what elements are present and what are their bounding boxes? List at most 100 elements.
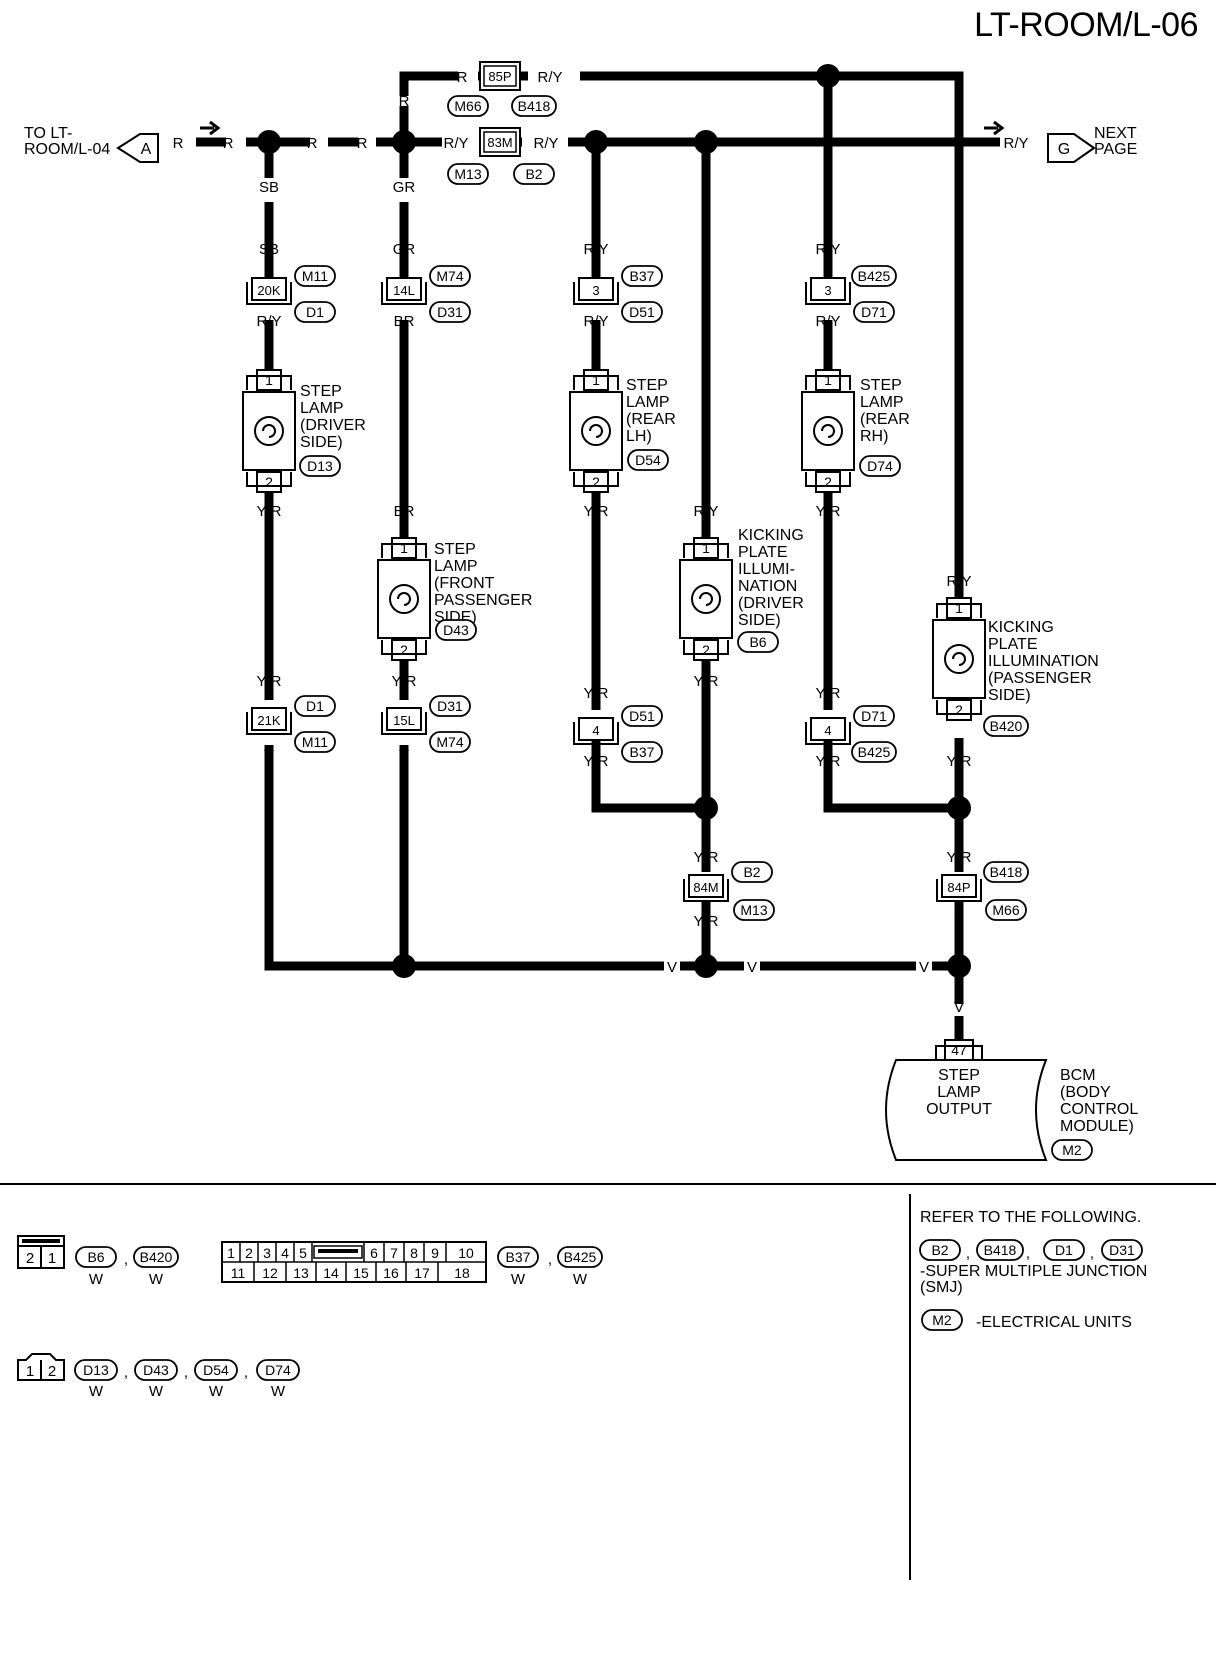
step-lamp-driver-label-line: STEP xyxy=(300,383,342,400)
from-ref-line1: TO LT- xyxy=(24,125,72,142)
next-ref-line1: NEXT xyxy=(1094,125,1137,142)
connector-4-rh-badge-b xyxy=(851,741,897,763)
bcm-label-line: (BODY xyxy=(1060,1084,1111,1101)
connector-14l-badge-b-text: D31 xyxy=(437,304,463,320)
legend-color: W xyxy=(511,1271,526,1288)
badge-d43-text: D43 xyxy=(443,622,469,638)
wire-top-bus xyxy=(399,71,964,598)
connector-4-rh-pin-box xyxy=(810,717,846,741)
step-lamp-front-passenger-pin2: 2 xyxy=(400,642,408,658)
connector-4-lh-badge-a xyxy=(621,705,663,727)
junction-85p-label: 85P xyxy=(488,69,511,84)
connector-3-rh-label: 3 xyxy=(824,283,831,298)
badge-d43 xyxy=(435,619,477,641)
wire-color-yr: Y/R xyxy=(693,673,718,690)
badge-b2-text: B2 xyxy=(743,864,760,880)
wire-color-v: V xyxy=(919,959,929,976)
connector-4-lh-badge-b-text: B37 xyxy=(630,744,655,760)
refer-badge-smj xyxy=(976,1239,1024,1261)
step-lamp-front-passenger-label-line: STEP xyxy=(434,541,476,558)
legend-pin: 2 xyxy=(245,1245,253,1261)
kicking-plate-driver-label-line: SIDE) xyxy=(738,612,781,629)
wire-v-return-left xyxy=(264,745,966,971)
legend-badge-b425-text: B425 xyxy=(564,1249,597,1265)
badge-b420-text: B420 xyxy=(990,718,1023,734)
connector-21k-badge-b-text: M11 xyxy=(302,734,328,750)
next-ref-line2: PAGE xyxy=(1094,141,1137,158)
legend-badge-d54 xyxy=(194,1359,238,1381)
connector-3-lh-badge-b xyxy=(621,301,663,323)
wire-rh-join xyxy=(823,740,959,813)
wire-color-ry: R/Y xyxy=(946,573,971,590)
wire-color-v: V xyxy=(954,999,964,1016)
legend-pin: 4 xyxy=(281,1245,289,1261)
wire-color-r: R xyxy=(307,135,318,152)
wire-color-yr: Y/R xyxy=(815,753,840,770)
wire-color-yr: Y/R xyxy=(946,849,971,866)
wire-color-br: BR xyxy=(394,313,415,330)
wire-color-v: V xyxy=(667,959,677,976)
step-lamp-rear-lh-pin2: 2 xyxy=(592,474,600,490)
wire-color-ry: R/Y xyxy=(583,241,608,258)
badge-d74-text: D74 xyxy=(867,458,893,474)
current-flow-arrow-icon xyxy=(200,120,221,136)
junction-84m-label: 84M xyxy=(693,880,718,895)
legend-badge-b6-text: B6 xyxy=(87,1249,104,1265)
connector-3-lh-badge-a-text: B37 xyxy=(630,268,655,284)
refer-badge-smj-text: B2 xyxy=(931,1242,948,1258)
wire-color-gr: GR xyxy=(393,241,416,258)
bcm-inner-line: STEP xyxy=(938,1067,980,1084)
step-lamp-front-passenger-bulb-icon xyxy=(389,584,419,614)
legend-badge-d43-text: D43 xyxy=(143,1362,169,1378)
kicking-plate-driver-pin2-bracket xyxy=(683,640,729,655)
connector-3-lh-badge-a xyxy=(621,265,663,287)
wire-color-ry: R/Y xyxy=(693,503,718,520)
connector-15l-pin-box xyxy=(386,707,422,731)
step-lamp-driver-filament-icon xyxy=(262,424,276,438)
legend-pin: 1 xyxy=(26,1363,34,1380)
next-ref-letter: G xyxy=(1058,141,1070,158)
connector-3-lh-label: 3 xyxy=(592,283,599,298)
legend-color: W xyxy=(573,1271,588,1288)
step-lamp-rear-lh-label-line: LH) xyxy=(626,428,652,445)
wire-color-v: V xyxy=(264,747,274,764)
badge-b2-text: B2 xyxy=(525,166,542,182)
legend-separator: , xyxy=(124,1364,128,1381)
legend-color: W xyxy=(149,1271,164,1288)
step-lamp-rear-rh-label-line: (REAR xyxy=(860,411,910,428)
step-lamp-rear-rh-bulb-icon xyxy=(813,416,843,446)
bcm-label-line: MODULE) xyxy=(1060,1118,1134,1135)
connector-4-lh-badge-b xyxy=(621,741,663,763)
badge-m66-text: M66 xyxy=(454,98,481,114)
refer-separator: , xyxy=(966,1245,970,1262)
splice-node xyxy=(694,954,718,978)
connector-15l-badge-b-text: M74 xyxy=(436,734,463,750)
connector-14l-badge-a-text: M74 xyxy=(436,268,463,284)
connector-20k-pin-box xyxy=(251,277,287,301)
connector-4-rh-badge-b-text: B425 xyxy=(858,744,891,760)
wire-color-v: V xyxy=(747,959,757,976)
step-lamp-driver-label-line: LAMP xyxy=(300,400,344,417)
legend-badge-d43 xyxy=(134,1359,178,1381)
wire-color-yr: Y/R xyxy=(693,913,718,930)
wire-color-yr: Y/R xyxy=(583,753,608,770)
kicking-plate-driver-label-line: KICKING xyxy=(738,527,804,544)
badge-b6 xyxy=(737,631,779,653)
wire-color-gr: GR xyxy=(393,179,416,196)
kicking-plate-passenger-label-line: ILLUMINATION xyxy=(988,653,1099,670)
connector-3-lh-pin-box xyxy=(578,277,614,301)
refer-badge-units-text: M2 xyxy=(932,1312,952,1328)
splice-node xyxy=(947,796,971,820)
splice-node xyxy=(947,954,971,978)
legend-pin: 16 xyxy=(383,1265,399,1281)
connector-15l-bracket xyxy=(381,712,427,735)
wire-color-r: R xyxy=(223,135,234,152)
legend-pin: 10 xyxy=(458,1245,474,1261)
kicking-plate-driver-filament-icon xyxy=(699,592,713,606)
splice-node xyxy=(392,130,416,154)
legend-badge-b420 xyxy=(133,1246,179,1268)
wire-color-r: R xyxy=(457,69,468,86)
legend-pin: 13 xyxy=(293,1265,309,1281)
legend-color: W xyxy=(89,1383,104,1400)
step-lamp-rear-lh-pin1-bracket xyxy=(573,375,619,390)
